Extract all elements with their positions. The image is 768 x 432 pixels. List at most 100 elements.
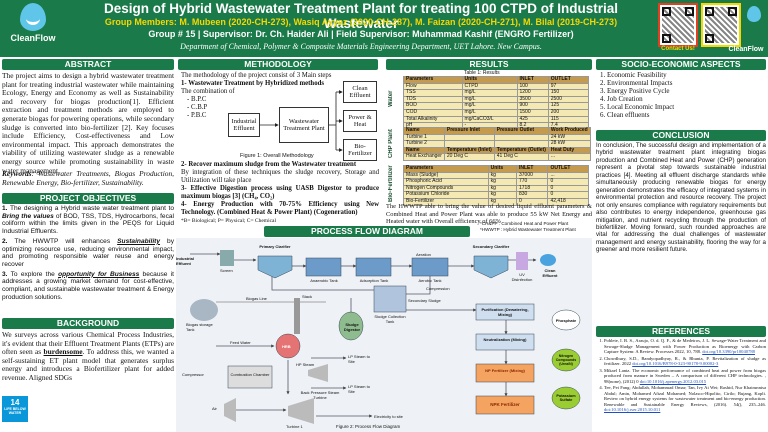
group-supervisor: Group # 15 | Supervisor: Dr. Ch. Haider … [148,29,574,39]
figure-2-caption: Figure 2: Process Flow Diagram [336,424,401,429]
methodology-intro: The methodology of the project consist o… [181,72,332,119]
np-fertilizer-shape [475,363,535,383]
bio-fertilizer-label: Bio-Fertilizer [388,165,402,202]
stack-shape [294,298,300,334]
pfd-aeration-label: Aeration [416,252,431,257]
objective-item: 3. To explore the opportunity for Busine… [2,270,174,301]
water-label: Water [388,76,402,122]
anaerobic-tank-shape [305,257,342,277]
process-flow-diagram: Industrial Effluent Screen Primary Clari… [176,238,592,432]
reference-link[interactable]: doi:10.1016/j.apenergy.2012.03.015 [639,378,707,384]
digester-shape [338,311,364,341]
pfd-feed-label: Feed Water [230,340,251,345]
pfd-lp-steam-1-label: LP Steam to Site [348,354,370,364]
pfd-compression-label: Compression [426,286,450,291]
pfd-sec-sludge-label: Secondary Sludge [408,298,441,303]
objective-item: 1. The designing a Hybrid waste water tr… [2,205,174,236]
pfd-uv-label: UV Disinfection [511,272,533,282]
methodology-heading: METHODOLOGY [178,59,378,70]
pfd-adsorption-label: Adsorption Tank [359,278,389,283]
water-drop-icon [20,3,46,31]
neutralization-shape [475,333,535,351]
pfd-biogas-line-label: Biogas Line [246,296,267,301]
reference-item: Mikael Lantz. The economic performance o… [604,368,766,385]
pfd-clean-label: Clean Effluent [542,268,558,278]
socio-heading: SOCIO-ECONOMIC ASPECTS [596,59,766,70]
pfd-nitrogen-label: Nitrogen Compounds (Urea/N) [555,354,577,366]
results-notes: *CH&PP : Combined Heat and Power Plant *… [480,221,576,232]
pfd-heading: PROCESS FLOW DIAGRAM [264,226,470,237]
list-item: 4. Job Creation [600,95,643,104]
uv-shape [516,252,528,270]
socio-list: 1. Economic Feasibility 2. Environmental… [600,71,766,120]
reference-link[interactable]: doi.org/10.3390/pr10040788 [702,349,755,354]
pfd-electricity-label: Electricity to site [374,414,403,419]
clean-effluent-shape [540,254,556,266]
pfd-potassium-label: Potassium Sulfate [556,394,576,402]
screen-shape [220,250,234,266]
clean-effluent-box: Clean Effluent [343,81,377,103]
pfd-industrial-label: Industrial Effluent [176,256,195,266]
npk-fertilizer-shape [475,395,535,415]
pfd-primary-label: Primary Clarifier [259,244,291,249]
reference-link[interactable]: doi:10.1016/j.rser.2015.10.011 [604,407,661,412]
pfd-sludge-col-label: Sludge Collection Tank [374,314,406,324]
references-list: Poblete, I. B. S., Araujo, O. d. Q. F., … [596,338,766,414]
pfd-hp-steam-label: HP Steam [296,362,315,367]
pfd-air-label: Air [212,406,217,411]
keywords: Keywords: Wastewater Treatments, Biogas … [2,169,174,187]
objectives-heading: PROJECT OBJECTIVES [2,193,174,204]
reference-item: Tee, Pei Fang; Abdullah, Mohammad Omar; … [604,385,766,413]
objective-item: 2. The HWWTP will enhances Sustainabilit… [2,237,175,268]
pfd-turbine-label: Turbine 1 [286,424,303,429]
sludge-collection-shape [373,285,407,313]
chp-label: CHP Plant [388,127,402,161]
pfd-neutralization-label: Neutralization (Mixing) [483,337,527,342]
reference-link[interactable]: doi.org/10.1016/B978-0-323-90178-9.00002… [632,361,719,366]
reference-item: Chowdhury, S.D., Bandyopadhyay, R., & Bh… [604,356,766,367]
department: Department of Chemical, Polymer & Compos… [180,42,542,51]
pfd-purification-label: Purification (Dewatering, Mixing) [481,307,529,317]
objectives-list: 1. The designing a Hybrid waste water tr… [2,205,174,301]
pfd-npk-label: NPK Fertilizer [490,402,520,407]
sdg-icons: 6CLEAN WATER AND SANITATION 7AFFORDABLE … [2,396,174,430]
poster-title: Design of Hybrid Wastewater Treatment Pl… [103,1,619,31]
phosphate-shape [551,309,581,331]
list-item: 6. Clean effluents [600,111,650,120]
list-item: 3. Energy Positive Cycle [600,87,670,96]
secondary-clarifier-shape [473,255,509,279]
purification-shape [475,303,535,321]
steam-turbine-shape [308,364,328,382]
pfd-svg [190,250,581,424]
qr-code-contact[interactable] [658,3,698,47]
table-1-caption: Table 1: Results [464,70,500,76]
pfd-anaerobic-label: Anaerobic Tank [310,278,338,283]
pfd-aerobic-label: Aerobic Tank [418,278,442,283]
pfd-np-label: NP Fertilizer (Mixing) [485,368,525,373]
cleanflow-logo-right [743,6,765,40]
hrb-shape [275,333,301,359]
compressor-shape [224,398,236,422]
pfd-phosphate-label: Phosphate [555,318,577,323]
results-summary: The HWWTP able to bring the value of des… [386,203,592,226]
nitrogen-shape [551,348,581,372]
power-heat-box: Power & Heat [343,110,377,132]
pfd-stack-label: Stack [302,294,313,299]
primary-clarifier-shape [257,255,293,279]
qr-code-2[interactable] [701,3,741,47]
bio-fertilizer-box: Bio-Fertilizer [343,139,377,161]
abstract-body: The project aims to design a hybrid wast… [2,71,174,175]
adsorption-tank-shape [355,257,392,277]
abstract-heading: ABSTRACT [2,59,174,70]
